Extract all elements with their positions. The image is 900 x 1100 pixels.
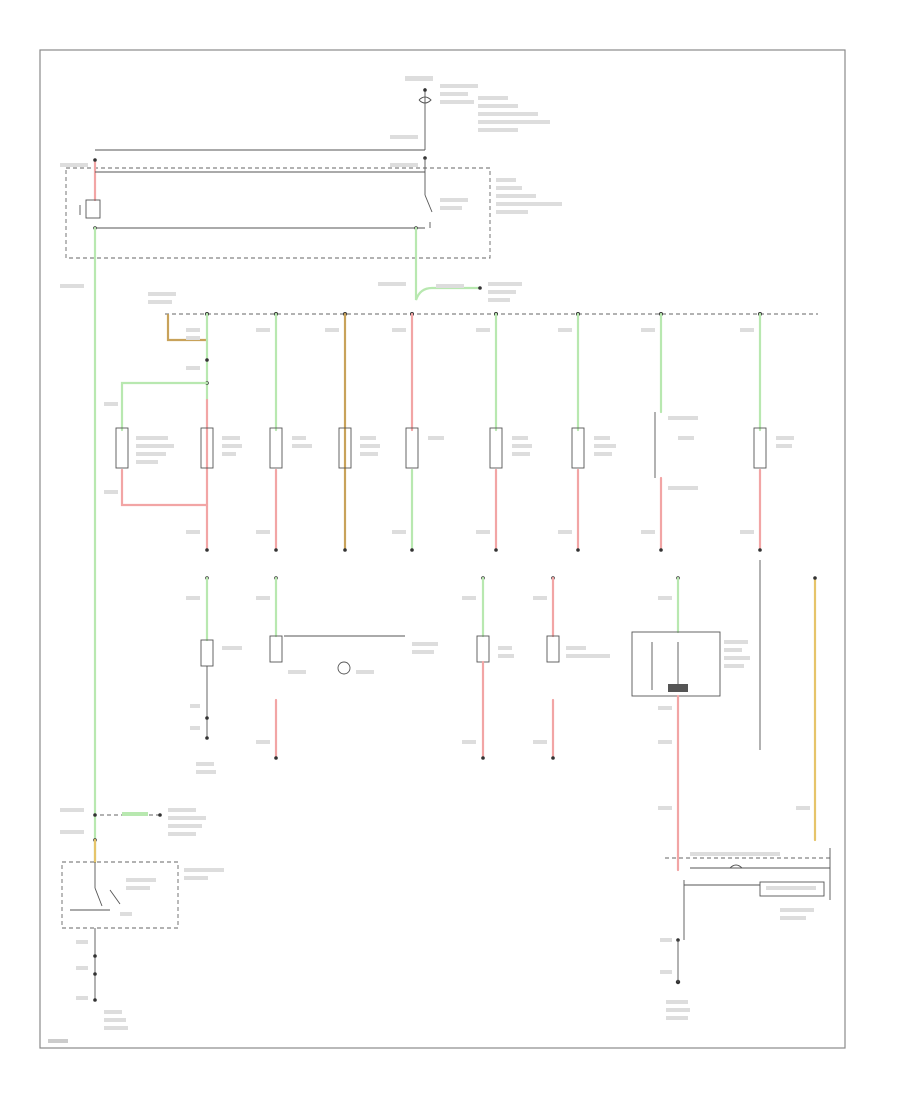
bottom-right-connector: [660, 848, 832, 1020]
footer-code: [48, 1039, 68, 1043]
relay-box: [65, 167, 491, 259]
column-5: [476, 312, 532, 552]
lower-column-2: [256, 576, 438, 760]
wire-hazard-loop: [120, 381, 209, 432]
column-6: [558, 312, 616, 552]
wire-relay-feed: [414, 226, 480, 301]
lower-column-7: [631, 576, 750, 872]
column-7: [641, 312, 698, 552]
column-2: [256, 312, 312, 552]
lower-column-5: [462, 576, 514, 760]
column-4: [392, 312, 444, 552]
lower-column-6: [533, 576, 610, 760]
fuse-box: [405, 76, 550, 150]
diagram-frame: [39, 49, 846, 1049]
column-1: [186, 312, 242, 552]
column-8: [740, 312, 794, 750]
column-3: [325, 312, 380, 552]
lower-column-1: [186, 576, 242, 774]
bottom-left-switch: [60, 808, 224, 1030]
